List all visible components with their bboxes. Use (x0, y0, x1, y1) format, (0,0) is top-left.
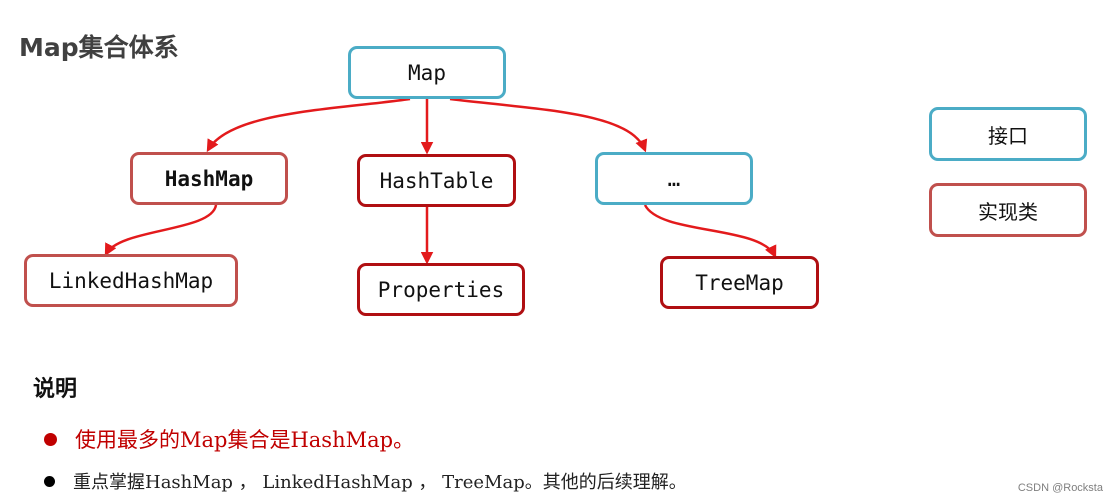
node-linkedhashmap-label: LinkedHashMap (48, 268, 214, 293)
node-treemap-label: TreeMap (695, 270, 784, 295)
node-treemap: TreeMap (660, 256, 819, 309)
bullet-dot-icon (44, 432, 57, 446)
node-map: Map (348, 46, 506, 99)
legend-implementation: 实现类 (929, 183, 1087, 237)
arrow-ellipsis-to-treemap (643, 204, 777, 259)
node-ellipsis: … (595, 152, 753, 205)
arrow-map-to-ellipsis (449, 97, 648, 153)
node-map-label: Map (408, 60, 446, 85)
legend-impl-label: 实现类 (978, 199, 1038, 224)
legend-interface: 接口 (929, 107, 1087, 161)
node-properties-label: Properties (377, 277, 505, 302)
node-linkedhashmap: LinkedHashMap (24, 254, 238, 307)
node-hashtable: HashTable (357, 154, 516, 207)
note-bullet-2: 重点掌握HashMap ， LinkedHashMap ， TreeMap。其他… (44, 468, 687, 494)
arrow-hashmap-to-linkedhashmap (104, 204, 218, 257)
legend-interface-label: 接口 (988, 123, 1028, 148)
note-bullet-1-text: 使用最多的Map集合是HashMap。 (75, 428, 415, 452)
node-ellipsis-label: … (667, 166, 681, 191)
note-bullet-1: 使用最多的Map集合是HashMap。 (44, 424, 414, 454)
node-hashmap: HashMap (130, 152, 288, 205)
node-hashtable-label: HashTable (379, 168, 494, 193)
page-title: Map集合体系 (19, 33, 179, 62)
node-hashmap-label: HashMap (164, 166, 254, 191)
bullet-dot-icon (44, 475, 55, 487)
notes-heading: 说明 (33, 376, 78, 402)
note-bullet-2-text: 重点掌握HashMap ， LinkedHashMap ， TreeMap。其他… (73, 472, 687, 493)
arrow-map-to-hashmap (206, 97, 411, 153)
node-properties: Properties (357, 263, 525, 316)
watermark: CSDN @Rockstа (1017, 482, 1103, 494)
